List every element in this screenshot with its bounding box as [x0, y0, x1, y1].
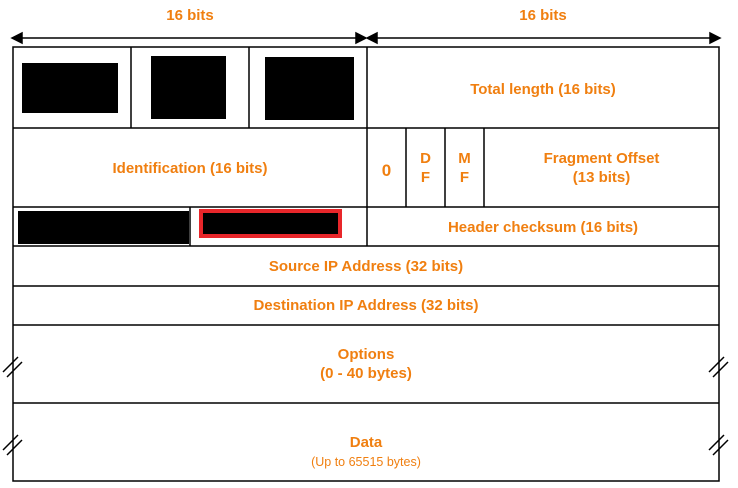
destination-ip-field: Destination IP Address (32 bits) — [253, 297, 479, 314]
redacted-field-4 — [18, 211, 189, 244]
mf-flag: M F — [458, 150, 471, 186]
header-checksum-field: Header checksum (16 bits) — [447, 219, 639, 236]
data-field: Data — [349, 434, 383, 451]
redacted-field-3 — [265, 57, 354, 120]
total-length-field: Total length (16 bits) — [470, 81, 616, 98]
break-marks — [2, 356, 729, 456]
source-ip-field: Source IP Address (32 bits) — [268, 258, 464, 275]
identification-field: Identification (16 bits) — [112, 160, 268, 177]
data-size-label: (Up to 65515 bytes) — [311, 455, 421, 469]
df-flag: D F — [420, 150, 431, 186]
fragment-offset-field: Fragment Offset (13 bits) — [543, 150, 660, 186]
right-width-label: 16 bits — [519, 7, 567, 24]
options-field: Options (0 - 40 bytes) — [320, 346, 412, 382]
outer-frame — [12, 46, 720, 482]
width-arrows — [10, 31, 722, 45]
reserved-flag: 0 — [381, 161, 392, 180]
redacted-highlighted-field — [199, 209, 342, 238]
redacted-field-1 — [22, 63, 118, 113]
left-width-label: 16 bits — [166, 7, 214, 24]
redacted-field-2 — [151, 56, 226, 119]
